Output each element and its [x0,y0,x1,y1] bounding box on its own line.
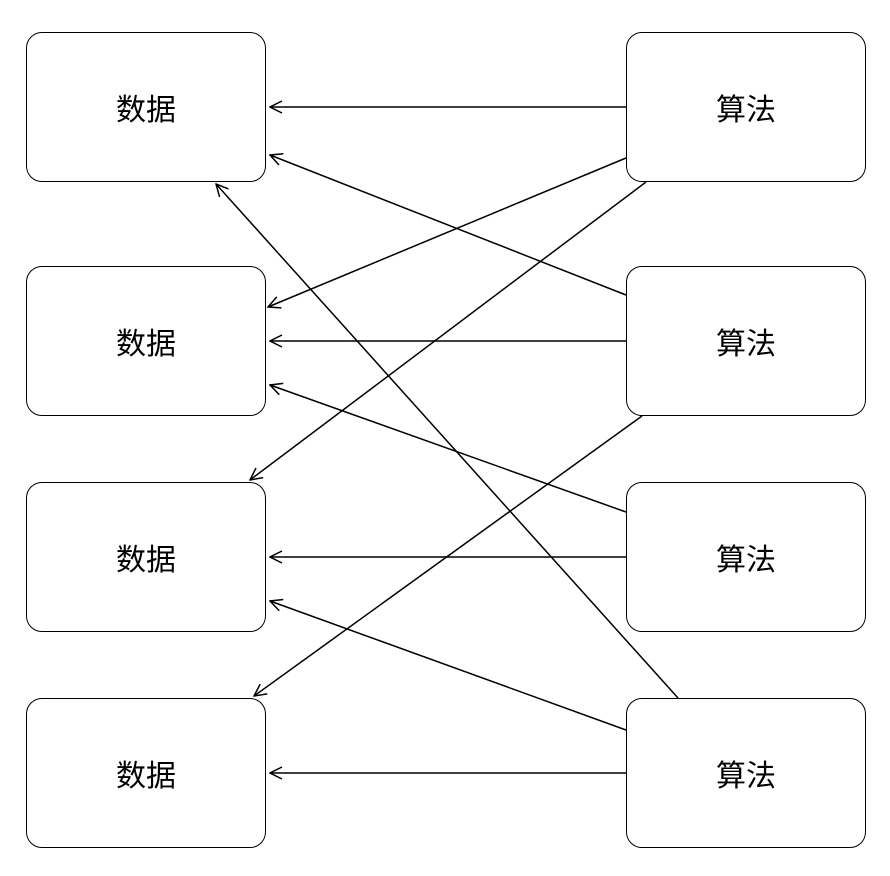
arrow-a2-to-d1 [270,155,627,296]
data-node-4[interactable]: 数据 [26,698,266,848]
data-node-1-label: 数据 [116,93,176,128]
algorithm-node-4-label: 算法 [716,759,776,794]
arrow-a1-to-d2 [268,157,627,307]
data-node-3[interactable]: 数据 [26,482,266,632]
arrow-a4-to-d1 [216,184,679,699]
algorithm-node-3[interactable]: 算法 [626,482,866,632]
arrow-a4-to-d3 [270,601,627,731]
arrow-a2-to-d4 [254,415,643,696]
data-node-2[interactable]: 数据 [26,266,266,416]
algorithm-node-1[interactable]: 算法 [626,32,866,182]
data-node-1[interactable]: 数据 [26,32,266,182]
arrow-a3-to-d2 [270,385,627,513]
data-node-2-label: 数据 [116,327,176,362]
arrow-a1-to-d3 [250,181,647,480]
data-node-4-label: 数据 [116,759,176,794]
algorithm-node-2[interactable]: 算法 [626,266,866,416]
algorithm-node-4[interactable]: 算法 [626,698,866,848]
edges-layer [216,107,679,773]
algorithm-node-1-label: 算法 [716,93,776,128]
algorithm-node-3-label: 算法 [716,543,776,578]
algorithm-node-2-label: 算法 [716,327,776,362]
data-node-3-label: 数据 [116,543,176,578]
